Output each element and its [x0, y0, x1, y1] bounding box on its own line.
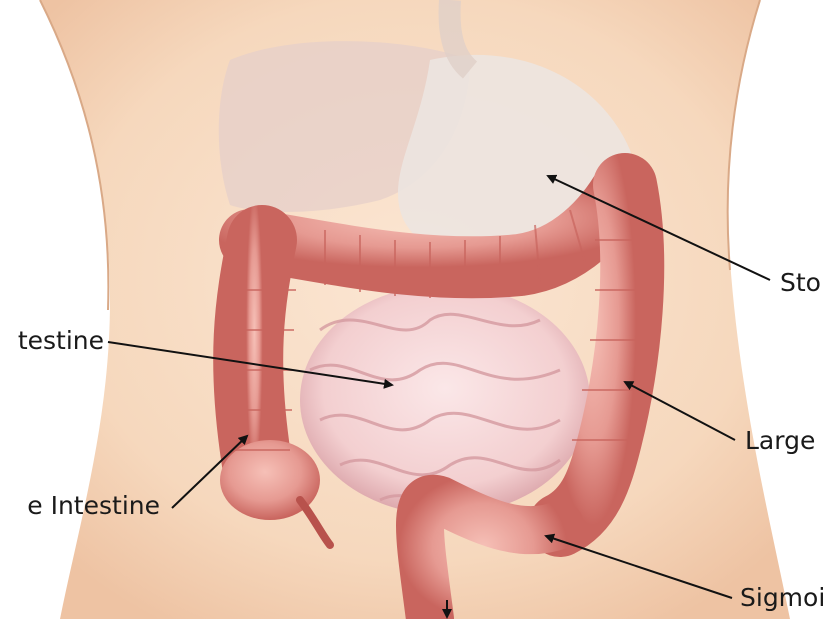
label-small-intestine: testine	[0, 328, 104, 353]
label-stomach: Sto	[780, 270, 821, 295]
label-small-intestine-lower: e Intestine	[0, 493, 160, 518]
label-large-intestine: Large	[745, 428, 815, 453]
label-sigmoid: Sigmoi	[740, 585, 825, 610]
